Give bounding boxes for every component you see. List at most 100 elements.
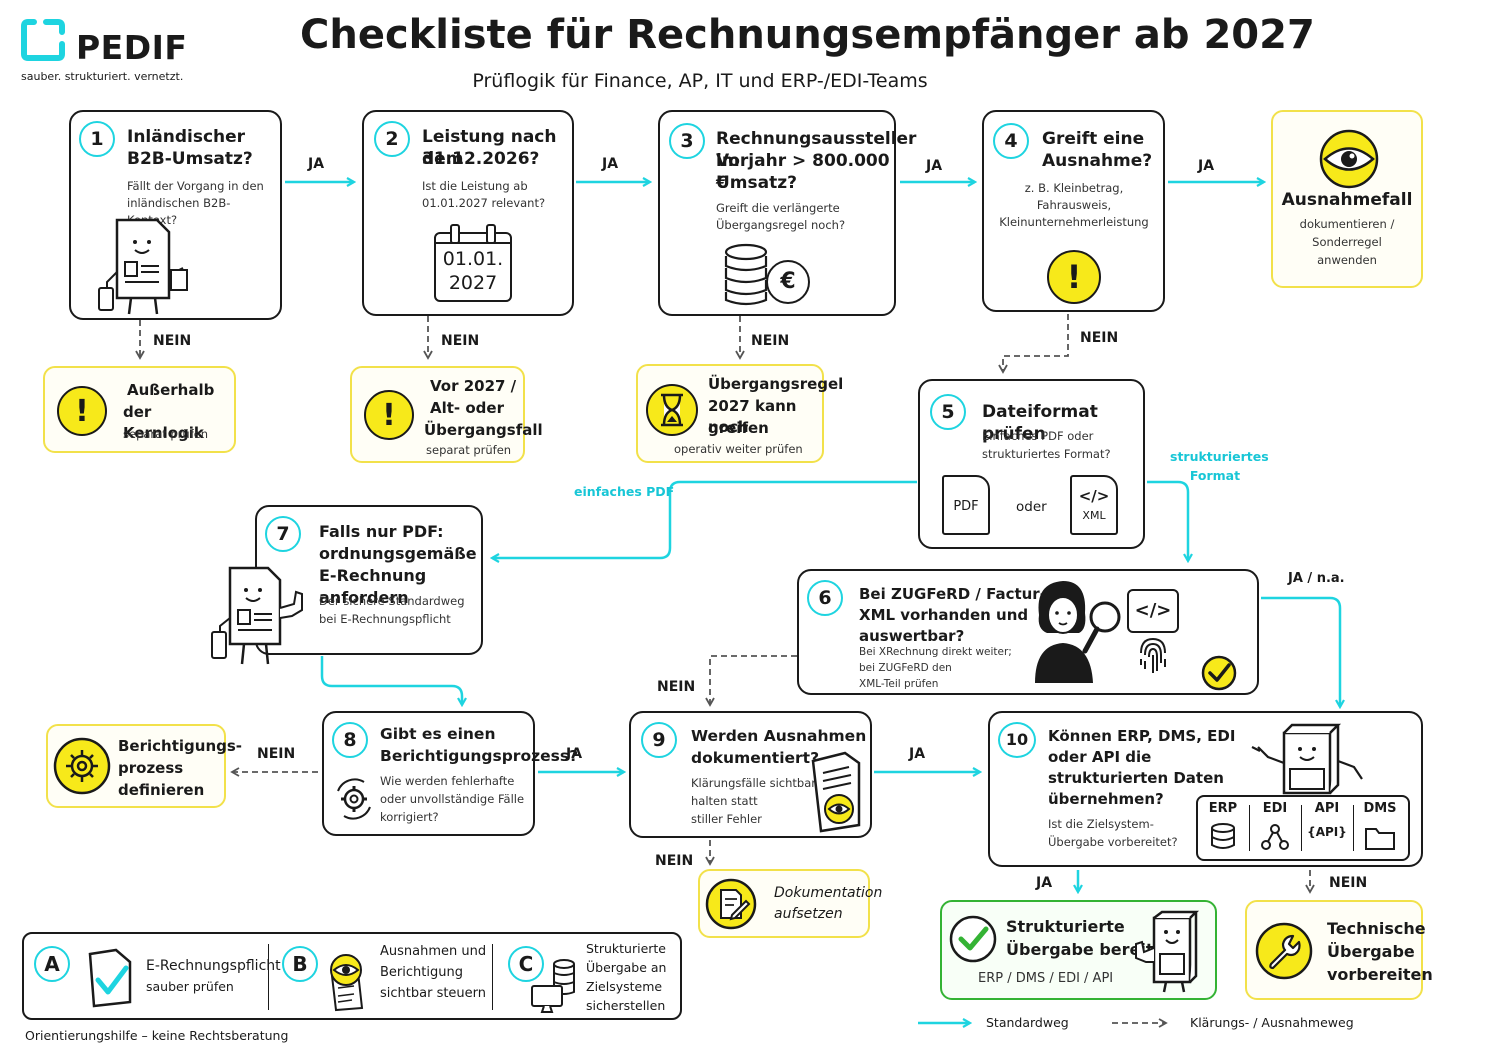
summary-b-line-2: Berichtigung <box>380 965 463 980</box>
step-10-title-1: Können ERP, DMS, EDI <box>1048 727 1236 745</box>
outcome-8-title-3: definieren <box>118 781 205 799</box>
label-ja-4-exception: JA <box>1198 158 1215 174</box>
outcome-8-title-2: prozess <box>118 759 184 777</box>
outcome-3-title-3: greifen <box>708 419 769 437</box>
hourglass-icon <box>646 384 698 436</box>
system-edi-label: EDI <box>1262 801 1288 816</box>
outcome-2-title-2: Alt- oder <box>430 399 504 417</box>
wrench-icon <box>1255 922 1313 980</box>
page-subtitle: Prüflogik für Finance, AP, IT und ERP-/E… <box>472 70 928 92</box>
step-10-title-4: übernehmen? <box>1048 790 1164 808</box>
outcome-10-technical-title-2: Übergabe <box>1327 942 1415 961</box>
summary-c-line-4: sicherstellen <box>586 998 666 1013</box>
step-4-title-1: Greift eine <box>1042 129 1145 149</box>
label-strukturiertes-2: Format <box>1189 468 1241 483</box>
step-8-sub-3: korrigiert? <box>380 810 439 824</box>
check-circle-icon <box>1201 655 1237 691</box>
step-3-title-3: Umsatz? <box>716 173 797 193</box>
logo-text: PEDIF <box>76 28 188 67</box>
summary-c-letter: C <box>508 946 544 982</box>
api-braces-icon: {API} <box>1307 825 1347 839</box>
arrow-6-10 <box>1261 596 1340 707</box>
warning-icon: ! <box>1047 250 1101 304</box>
step-1-title-2: B2B-Umsatz? <box>127 149 253 169</box>
fingerprint-icon <box>1140 637 1166 673</box>
server-character-icon <box>1251 723 1363 795</box>
calendar-date-2: 2027 <box>448 272 498 294</box>
outcome-2-title-3: Übergangsfall <box>424 421 543 439</box>
server-thumbs-icon <box>1135 910 1200 993</box>
step-3-sub-1: Greift die verlängerte <box>716 201 840 215</box>
systems-panel: ERP EDI API {API} DMS <box>1196 795 1410 861</box>
step-1-number: 1 <box>79 121 115 157</box>
label-nein-9: NEIN <box>655 853 694 869</box>
label-ja-na: JA / n.a. <box>1288 571 1345 586</box>
step-5-sub-1: Einfaches PDF oder <box>982 429 1094 443</box>
step-2-box: 2 Leistung nach dem 31.12.2026? Ist die … <box>362 110 574 316</box>
step-3-number: 3 <box>669 123 705 159</box>
eye-document-icon <box>330 954 364 1012</box>
step-2-title-1: Leistung nach dem <box>422 127 557 169</box>
outcome-exception-sub-2: Sonderregel <box>1312 235 1382 249</box>
summary-c-line-1: Strukturierte <box>586 941 666 956</box>
step-10-title-2: oder API die <box>1048 748 1152 766</box>
step-2-title-2: 31.12.2026? <box>422 149 540 169</box>
xml-code-icon: </> <box>1127 589 1179 633</box>
step-4-number: 4 <box>993 123 1029 159</box>
coin-stack-icon <box>724 243 768 306</box>
document-character-thumbs-icon <box>211 566 303 665</box>
step-5-sub-2: strukturiertes Format? <box>982 447 1111 461</box>
network-icon <box>1261 824 1289 850</box>
outcome-3-sub: operativ weiter prüfen <box>674 442 803 456</box>
outcome-3-title-2: 2027 kann noch <box>708 397 797 436</box>
system-erp: ERP <box>1198 797 1248 859</box>
outcome-2-title-1: Vor 2027 / <box>430 377 517 395</box>
logo-tagline: sauber. strukturiert. vernetzt. <box>21 70 184 83</box>
outcome-9-box: Dokumentation aufsetzen <box>698 869 882 938</box>
step-7-title-2: ordnungsgemäße <box>319 544 477 563</box>
system-edi: EDI <box>1250 797 1300 859</box>
step-2-number: 2 <box>374 121 410 157</box>
label-nein-4: NEIN <box>1080 330 1119 346</box>
warning-icon: ! <box>364 390 414 440</box>
step-4-title-2: Ausnahme? <box>1042 151 1153 171</box>
outcome-exception-title: Ausnahmefall <box>1281 190 1413 210</box>
step-10-box: 10 Können ERP, DMS, EDI oder API die str… <box>988 711 1423 867</box>
step-5-title-1: Dateiformat prüfen <box>982 402 1098 444</box>
summary-a-line-2: sauber prüfen <box>146 979 234 994</box>
arrow-5-6 <box>1147 480 1188 561</box>
step-7-sub-1: Der sichere Standardweg <box>319 594 465 608</box>
outcome-1-box: ! Außerhalb der Kernlogik separat prüfen <box>43 366 236 453</box>
step-9-sub-1: Klärungsfälle sichtbar <box>691 776 816 790</box>
step-4-sub-1: z. B. Kleinbetrag, <box>1024 181 1124 195</box>
outcome-10-technical-box: Technische Übergabe vorbereiten <box>1245 900 1433 1000</box>
summary-c-line-2: Übergabe an <box>586 960 667 975</box>
outcome-10-technical-title-3: vorbereiten <box>1327 965 1433 984</box>
step-2-sub-2: 01.01.2027 relevant? <box>422 196 546 210</box>
label-nein-10: NEIN <box>1329 875 1368 891</box>
calendar-date-1: 01.01. <box>442 248 504 270</box>
label-ja-9-10: JA <box>909 746 926 762</box>
legend-standard-label: Standardweg <box>986 1015 1069 1030</box>
step-8-box: 8 Gibt es einen Berichtigungsprozess? Wi… <box>322 711 578 836</box>
step-9-sub-3: stiller Fehler <box>691 812 762 826</box>
step-10-title-3: strukturierten Daten <box>1048 769 1224 787</box>
outcome-10-ready-title-2: Übergabe bereit <box>1006 940 1154 959</box>
arrow-4-5 <box>998 314 1069 374</box>
step-5-box: 5 Dateiformat prüfen Einfaches PDF oder … <box>918 379 1145 549</box>
euro-symbol: € <box>780 269 796 294</box>
outcome-3-box: Übergangsregel 2027 kann noch greifen op… <box>636 364 843 463</box>
outcome-2-sub: separat prüfen <box>426 443 512 457</box>
step-7-sub-2: bei E-Rechnungspflicht <box>319 612 451 626</box>
xml-file-icon: </> XML <box>1070 475 1118 535</box>
step-6-number: 6 <box>807 580 843 616</box>
label-ja-8-9: JA <box>566 746 583 762</box>
step-10-sub-1: Ist die Zielsystem- <box>1048 817 1154 831</box>
label-ja-10: JA <box>1036 875 1053 891</box>
arrow-6-9 <box>705 655 797 707</box>
step-8-number: 8 <box>332 722 368 758</box>
database-icon <box>1211 823 1235 849</box>
label-ja-3-4: JA <box>926 158 943 174</box>
xml-code-glyph: </> <box>1134 600 1172 621</box>
outcome-8-box: Berichtigungs- prozess definieren <box>46 724 242 808</box>
